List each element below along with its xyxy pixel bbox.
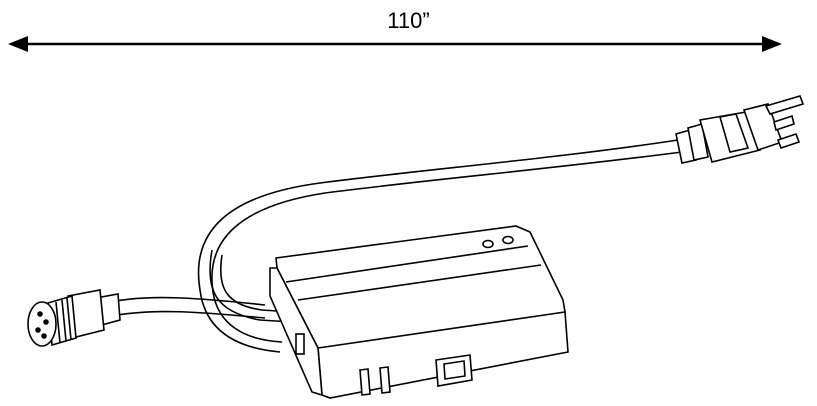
plug-prong-bottom [776, 132, 801, 150]
ac-plug [675, 95, 805, 164]
grip-line-3 [66, 297, 72, 341]
ac-cord-outer-edge [197, 139, 679, 353]
plug-prong-top [764, 95, 805, 115]
dimension-arrowhead-left [8, 36, 28, 52]
ac-cord-tuck-inner [219, 254, 293, 313]
ac-cord-inner-edge [211, 151, 683, 343]
plug-body-ridge [718, 113, 750, 153]
led-indicator-2 [502, 235, 514, 245]
dc-cord-top-edge [109, 296, 266, 306]
led-indicator-1 [482, 239, 494, 249]
box-vent-1 [359, 368, 371, 396]
box-top-seam-2 [297, 264, 542, 301]
box-front-port-inner [443, 360, 466, 380]
dimension-arrow [8, 36, 782, 52]
box-vent-2 [379, 366, 391, 394]
connector-face [27, 301, 57, 347]
power-supply-box [269, 225, 569, 399]
box-top-seam-1 [285, 245, 529, 283]
box-side-latch [295, 333, 305, 355]
cable-length-label: 110” [387, 8, 430, 33]
circular-connector [27, 289, 121, 347]
connector-pin-1 [37, 311, 43, 317]
plug-ground-pin [773, 114, 795, 132]
box-left-face [269, 267, 323, 397]
connector-pin-3 [35, 327, 41, 333]
grip-line-2 [61, 299, 67, 342]
dc-output-cord [109, 296, 266, 319]
connector-pin-2 [43, 319, 49, 325]
connector-pin-4 [41, 333, 47, 339]
dc-cord-bottom-edge [111, 310, 266, 319]
grip-line-1 [55, 301, 61, 344]
dimension-arrowhead-right [762, 36, 782, 52]
